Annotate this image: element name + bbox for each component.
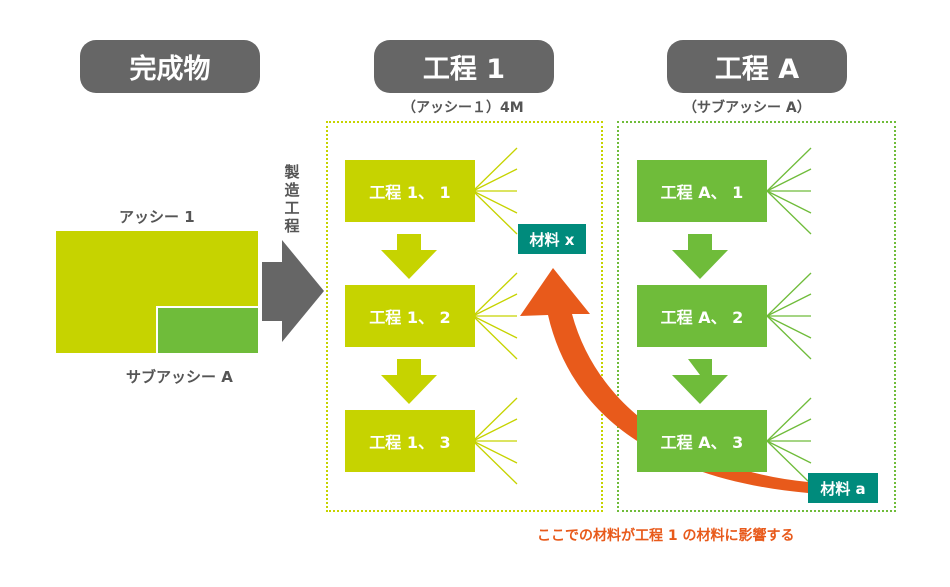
- material-a-badge: 材料 a: [808, 473, 878, 503]
- step-a-1: 工程 A、 1: [637, 160, 767, 222]
- down-arrow-a-1: [672, 234, 728, 279]
- subassy-a-block: [156, 306, 258, 353]
- down-arrow-a-2: [672, 359, 728, 404]
- step-a-3: 工程 A、 3: [637, 410, 767, 472]
- step-a-2: 工程 A、 2: [637, 285, 767, 347]
- down-arrow-1-1: [381, 234, 437, 279]
- manufacturing-arrow: [262, 240, 324, 342]
- subassy-a-label: サブアッシー A: [126, 368, 233, 386]
- step-1-1: 工程 1、 1: [345, 160, 475, 222]
- down-arrow-1-2: [381, 359, 437, 404]
- fan-lines-1-3: [472, 397, 518, 485]
- step-1-3: 工程 1、 3: [345, 410, 475, 472]
- subheader-process-1: （アッシー１）4M: [402, 100, 524, 116]
- fan-lines-a-1: [766, 147, 812, 235]
- fan-lines-1-2: [472, 272, 518, 360]
- material-x-badge: 材料 x: [518, 224, 586, 254]
- fan-lines-a-3: [766, 397, 812, 485]
- manufacturing-process-label: 製造工程: [284, 163, 300, 235]
- assy-1-label: アッシー 1: [119, 208, 195, 226]
- process-a-frame: [617, 121, 896, 512]
- fan-lines-a-2: [766, 272, 812, 360]
- header-product: 完成物: [80, 40, 260, 93]
- influence-note: ここでの材料が工程 1 の材料に影響する: [537, 528, 795, 544]
- subheader-process-a: （サブアッシー A）: [683, 100, 811, 116]
- step-1-2: 工程 1、 2: [345, 285, 475, 347]
- process-1-frame: [326, 121, 603, 512]
- header-process-a: 工程 A: [667, 40, 847, 93]
- header-process-1: 工程 1: [374, 40, 554, 93]
- fan-lines-1-1: [472, 147, 518, 235]
